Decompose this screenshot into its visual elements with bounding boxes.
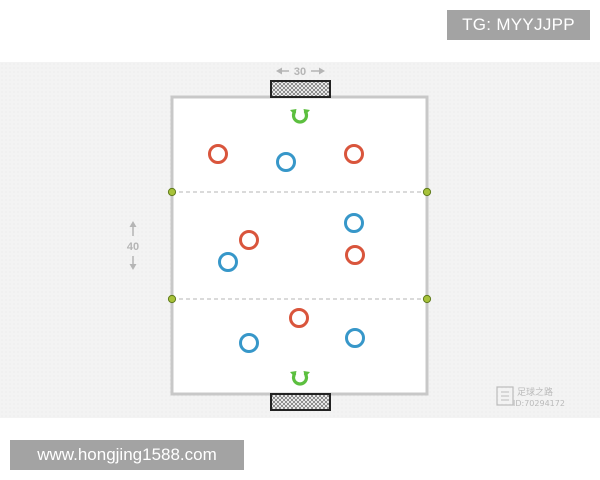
pitch-boundary <box>170 95 429 396</box>
goal-net-icon-top <box>270 80 331 98</box>
watermark: 足球之路 ID:70294172 <box>496 386 565 408</box>
blue-player <box>239 333 259 353</box>
red-player <box>208 144 228 164</box>
goal-width-measure: 30 <box>276 66 325 78</box>
watermark-name: 足球之路 <box>517 386 553 398</box>
cone-marker-icon <box>167 294 177 304</box>
website-url-label: www.hongjing1588.com <box>10 440 244 470</box>
cone-marker-icon <box>422 187 432 197</box>
watermark-logo-icon <box>496 386 514 406</box>
red-player <box>289 308 309 328</box>
zone-height-label: 40 <box>127 241 139 253</box>
blue-player <box>218 252 238 272</box>
goal-net-icon-bottom <box>270 393 331 411</box>
watermark-id: ID:70294172 <box>513 399 565 408</box>
cone-marker-icon <box>167 187 177 197</box>
blue-player <box>344 213 364 233</box>
blue-player <box>276 152 296 172</box>
red-player <box>344 144 364 164</box>
blue-player <box>345 328 365 348</box>
telegram-handle-label: TG: MYYJJPP <box>447 10 590 40</box>
cone-marker-icon <box>422 294 432 304</box>
goalkeeper-rotate-icon-top <box>290 109 310 124</box>
goalkeeper-rotate-icon-bottom <box>290 371 310 386</box>
goal-width-label: 30 <box>294 66 306 78</box>
red-player <box>345 245 365 265</box>
red-player <box>239 230 259 250</box>
zone-height-measure: 40 <box>127 221 139 270</box>
